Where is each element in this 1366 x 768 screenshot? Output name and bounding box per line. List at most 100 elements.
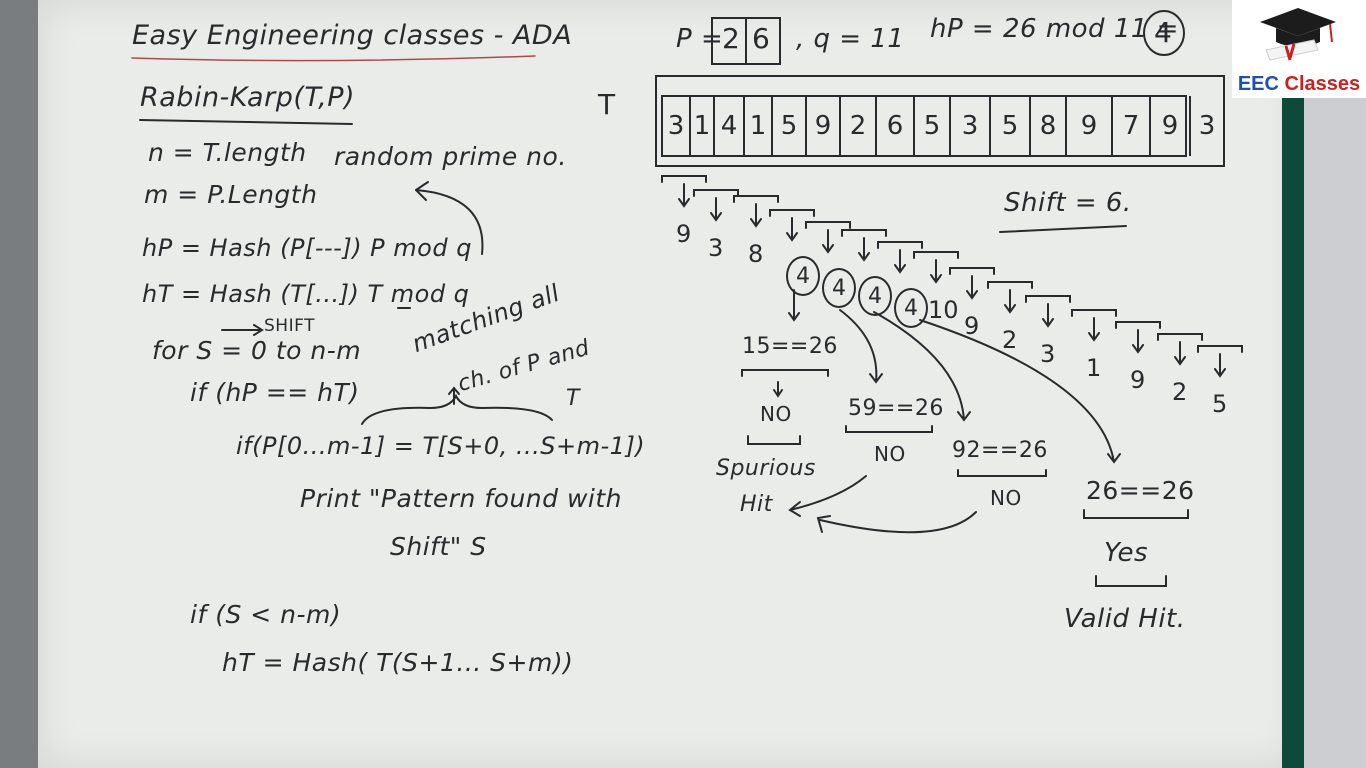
note-t: T (566, 386, 580, 411)
line-if-s: if (S < n-m) (190, 600, 342, 629)
window-arrow (930, 259, 942, 284)
window-arrow (1004, 289, 1016, 314)
pattern-label: P = (676, 24, 724, 54)
logo-text-eec: EEC (1237, 73, 1279, 95)
text-cell: 3 (1198, 111, 1216, 141)
circled-hash-value: 4 (858, 276, 892, 316)
window-arrow (858, 237, 870, 262)
text-cell: 5 (780, 111, 798, 141)
line-shift: Shift" S (390, 532, 487, 561)
check-1-compare: 15==26 (742, 334, 838, 359)
window-bracket (877, 241, 923, 249)
check-4-note: Valid Hit. (1064, 604, 1186, 634)
shift-note: Shift = 6. (1004, 188, 1132, 218)
arrow-circle-3 (873, 311, 971, 422)
window-bracket (805, 221, 851, 229)
text-cell: 3 (667, 111, 685, 141)
algorithm-title: Rabin-Karp(T,P) (140, 82, 356, 113)
text-cell: 1 (749, 111, 767, 141)
check-4-result: Yes (1104, 538, 1149, 568)
arrow-circle-2 (839, 309, 883, 384)
circled-hash-value: 4 (894, 288, 928, 328)
arrow-no-to-hit-2 (816, 511, 977, 534)
text-cell: 6 (886, 111, 904, 141)
window-arrow (966, 275, 978, 300)
board-frame-edge (1282, 0, 1304, 768)
text-cell: 3 (961, 111, 979, 141)
window-arrow (894, 249, 906, 274)
text-cell: 9 (1161, 111, 1179, 141)
check-1-note2: Hit (740, 492, 773, 517)
text-array-frame (655, 75, 1225, 167)
window-arrow (710, 197, 722, 222)
hash-value: 9 (676, 220, 692, 248)
text-cell: 5 (923, 111, 941, 141)
check-2-compare: 59==26 (848, 396, 944, 421)
check-1-note: Spurious (716, 456, 816, 481)
hp-result: 4 (1154, 16, 1173, 49)
text-cell: 8 (1039, 111, 1057, 141)
window-arrow (822, 229, 834, 254)
window-arrow (750, 203, 762, 228)
window-arrow (1088, 317, 1100, 342)
window-bracket (1197, 345, 1243, 353)
window-arrow (1214, 353, 1226, 378)
window-arrow (1132, 329, 1144, 354)
check-2-result: NO (874, 442, 906, 466)
window-arrow (786, 217, 798, 242)
shift-arrow (221, 324, 264, 336)
arrow-prime-to-q (415, 189, 484, 255)
window-bracket (913, 251, 959, 259)
window-bracket (1071, 309, 1117, 317)
hash-value: 9 (1130, 366, 1146, 394)
window-bracket (769, 209, 815, 217)
text-cell: 1 (693, 111, 711, 141)
check-4-result-underline (1095, 575, 1167, 587)
window-bracket (661, 175, 707, 183)
algorithm-title-underline (139, 119, 353, 125)
pattern-digit-1: 6 (752, 22, 771, 55)
check-4-underline (1083, 509, 1189, 519)
check-3-underline (957, 469, 1047, 477)
title-underline (131, 55, 536, 62)
text-array-label: T (598, 88, 616, 121)
hash-value: 2 (1002, 326, 1018, 354)
window-bracket (1157, 333, 1203, 341)
window-arrow (678, 183, 690, 208)
hash-value: 3 (708, 234, 724, 262)
circled-hash-value: 4 (822, 268, 856, 308)
whiteboard (38, 0, 1300, 768)
check-3-result: NO (990, 486, 1022, 510)
shift-note-underline (999, 225, 1127, 233)
q-value: , q = 11 (796, 24, 905, 54)
line-if-match: if(P[0...m-1] = T[S+0, ...S+m-1]) (236, 432, 646, 460)
window-bracket (949, 267, 995, 275)
text-cell: 2 (849, 111, 867, 141)
page-title: Easy Engineering classes - ADA (132, 20, 573, 51)
line-if-hash: if (hP == hT) (190, 378, 360, 407)
logo-text-classes: Classes (1284, 73, 1361, 95)
line-m: m = P.Length (144, 180, 318, 209)
text-cell: 5 (1001, 111, 1019, 141)
shift-label: SHIFT (264, 316, 315, 336)
window-bracket (693, 189, 739, 197)
hash-value: 9 (964, 312, 980, 340)
window-bracket (1025, 295, 1071, 303)
brace-arrow (448, 386, 460, 405)
hash-value: 10 (928, 296, 959, 324)
arrow-circle-4 (919, 319, 1121, 464)
check-1-underline (741, 369, 829, 377)
check-1-arrow (773, 381, 783, 398)
text-cell: 9 (1080, 111, 1098, 141)
line-hp: hP = Hash (P[---]) P mod q (142, 234, 472, 262)
check-4-compare: 26==26 (1086, 476, 1195, 505)
line-rehash: hT = Hash( T(S+1... S+m)) (222, 648, 574, 677)
channel-logo: EEC Classes (1232, 0, 1366, 98)
note-random-prime: random prime no. (334, 142, 567, 171)
arrow-no-to-hit-1 (788, 475, 867, 517)
hash-value: 1 (1086, 354, 1102, 382)
window-arrow (1042, 303, 1054, 328)
hash-value: 5 (1212, 390, 1228, 418)
line-for: for S = 0 to n-m (152, 336, 362, 365)
